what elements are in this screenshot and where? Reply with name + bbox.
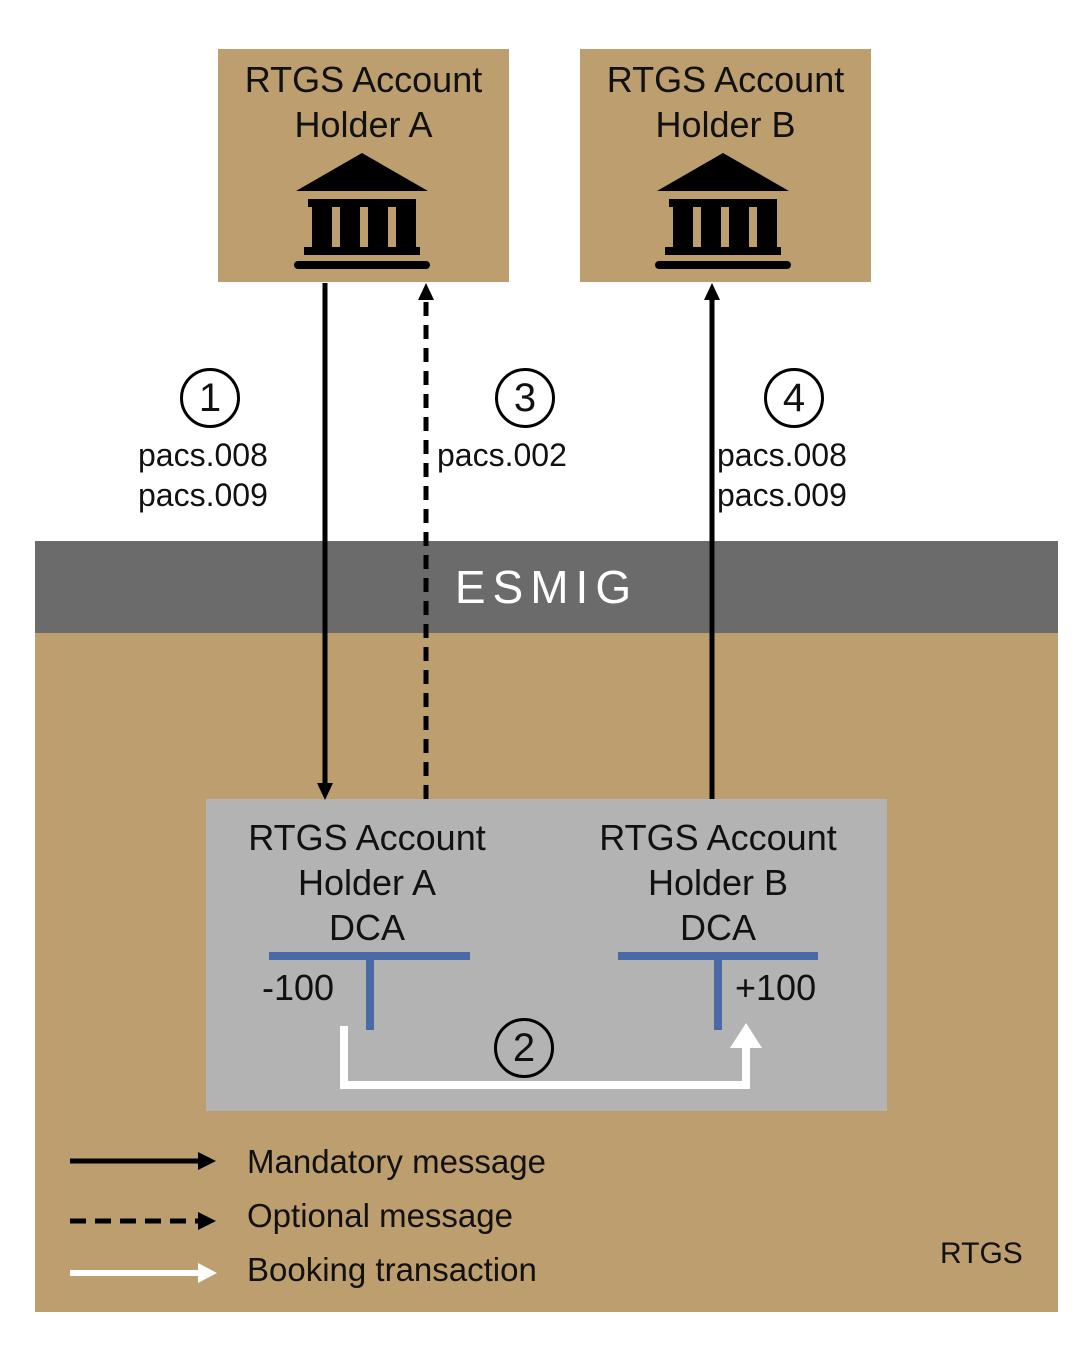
legend-label-mandatory: Mandatory message — [247, 1143, 546, 1180]
step-1-marker: 1 — [180, 368, 240, 428]
legend-label-booking: Booking transaction — [247, 1251, 537, 1288]
dca-title-a: RTGS Account Holder A DCA — [248, 817, 486, 948]
bank-icon — [294, 153, 430, 269]
dca-amount-a: -100 — [262, 967, 335, 1008]
arrow-step-2-booking — [340, 1023, 762, 1089]
participant-title-b: RTGS Account Holder B — [606, 59, 845, 145]
step-4-messages: pacs.008 pacs.009 — [717, 437, 847, 513]
dca-title-b: RTGS Account Holder B DCA — [599, 817, 837, 948]
legend-solid-arrow — [70, 1152, 216, 1170]
esmig-label: ESMIG — [454, 561, 639, 613]
legend-white-arrow — [70, 1263, 217, 1283]
arrow-step-4 — [704, 283, 720, 799]
participant-box-b: RTGS Account Holder B — [580, 49, 871, 282]
rtgs-label: RTGS — [940, 1237, 1023, 1270]
participant-title-a: RTGS Account Holder A — [244, 59, 483, 145]
bank-icon — [655, 153, 791, 269]
legend-dashed-arrow — [70, 1212, 216, 1230]
ledger-a — [269, 952, 470, 1030]
ledger-b — [618, 952, 818, 1030]
step-3-messages: pacs.002 — [437, 437, 567, 473]
step-1-messages: pacs.008 pacs.009 — [138, 437, 268, 513]
participant-box-a: RTGS Account Holder A — [218, 49, 509, 282]
step-3-marker: 3 — [495, 368, 555, 428]
esmig-band — [35, 541, 1058, 633]
dca-amount-b: +100 — [735, 967, 817, 1008]
arrow-step-3 — [418, 283, 434, 799]
arrow-step-1 — [317, 283, 333, 800]
legend-label-optional: Optional message — [247, 1197, 513, 1234]
step-4-marker: 4 — [764, 368, 824, 428]
step-2-marker: 2 — [494, 1018, 554, 1078]
